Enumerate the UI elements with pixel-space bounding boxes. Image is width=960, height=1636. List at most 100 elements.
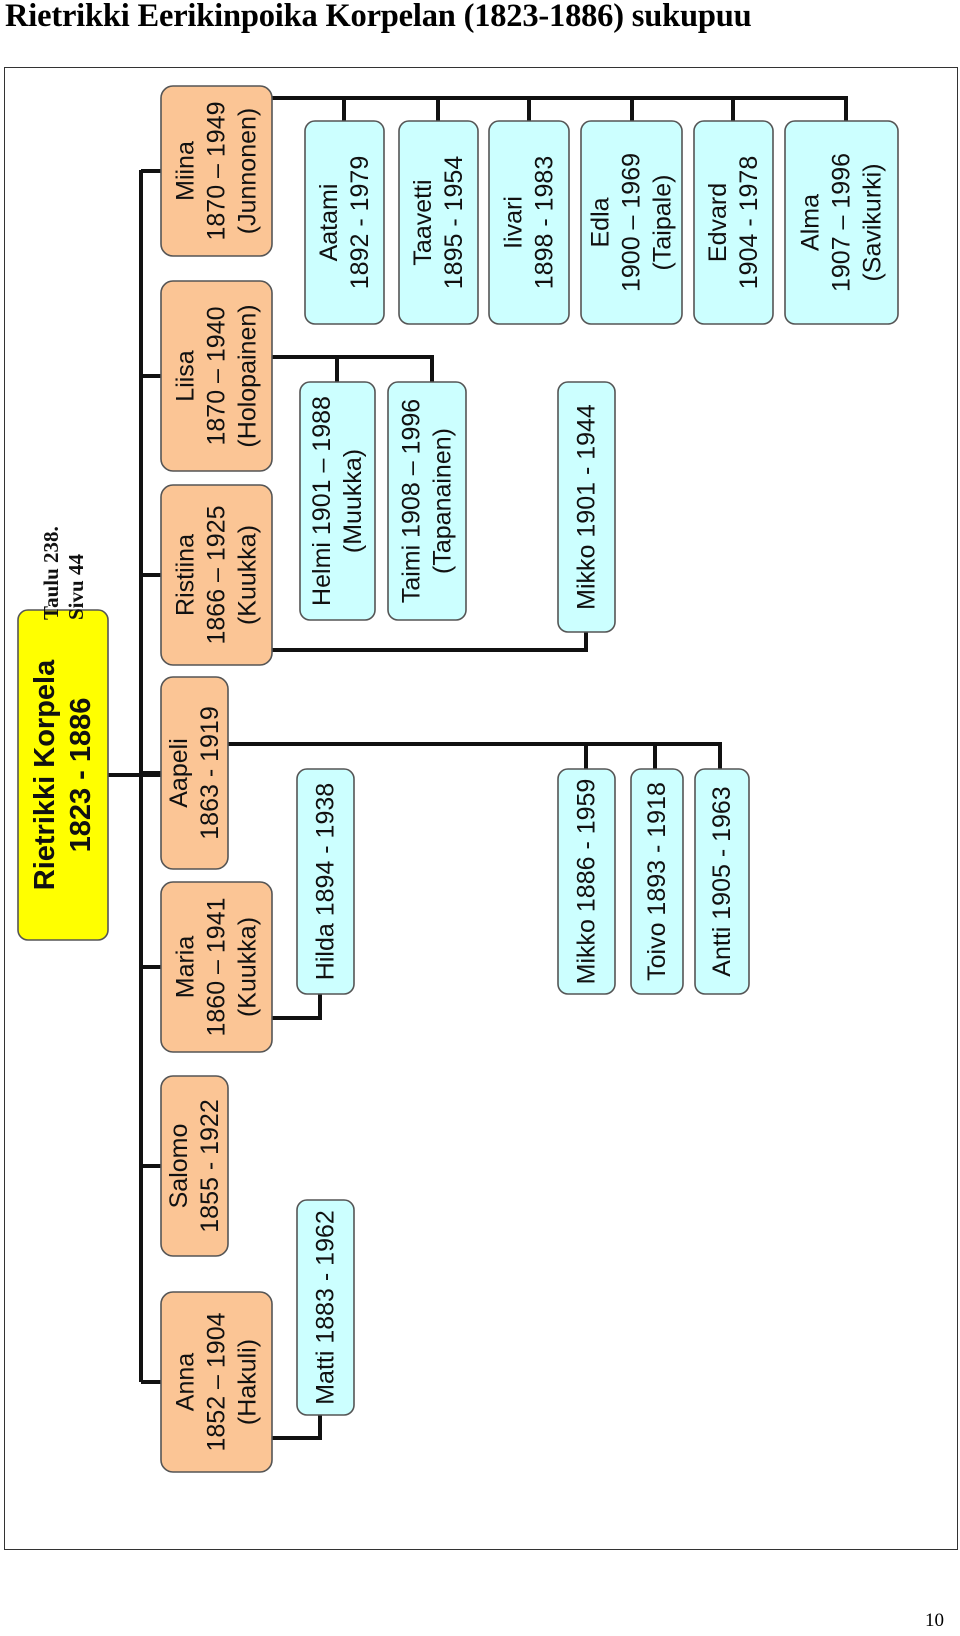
person-box-miina-shape [160, 85, 273, 257]
grandchild-box-miina-5-label-line: 1904 - 1978 [735, 156, 763, 289]
person-box-aapeli-shape [160, 676, 229, 870]
person-box-maria-shape [160, 881, 273, 1053]
grandchild-box-maria-1: Hilda 1894 - 1938 [296, 768, 355, 995]
person-box-ristiina-label-line: (Kuukka) [234, 525, 262, 625]
grandchild-box-anna-1-shape [296, 1199, 355, 1416]
note-table-number: Taulu 238. [39, 526, 63, 620]
grandchild-box-miina-4-label-line: (Taipale) [649, 175, 677, 271]
person-box-liisa-shape [160, 280, 273, 472]
person-box-ristiina-shape [160, 484, 273, 666]
connector-anna-matti [272, 1415, 322, 1440]
grandchild-box-aapeli-3-label-line: Antti 1905 - 1963 [708, 786, 736, 976]
tree-connectors [108, 96, 848, 1440]
connector-aapeli-bus [228, 742, 722, 769]
grandchild-box-miina-1-shape [304, 120, 385, 325]
grandchild-box-aapeli-2-label-line: Toivo 1893 - 1918 [643, 782, 671, 981]
grandchild-box-miina-4-label-line: Edla [587, 197, 615, 247]
grandchild-box-aapeli-3: Antti 1905 - 1963 [694, 768, 750, 995]
grandchild-box-liisa-1-label-line: Helmi 1901 – 1988 [308, 396, 336, 606]
grandchild-box-miina-2-label-line: 1895 - 1954 [440, 156, 468, 290]
grandchild-box-anna-1: Matti 1883 - 1962 [296, 1199, 355, 1416]
person-box-salomo-label-line: Salomo [165, 1124, 193, 1209]
grandchild-box-miina-2-label-line: Taavetti [409, 179, 437, 265]
grandchild-box-liisa-2-shape [387, 381, 467, 621]
grandchild-box-miina-4-shape [580, 120, 683, 325]
grandchild-box-maria-1-label-line: Hilda 1894 - 1938 [312, 783, 340, 980]
person-box-aapeli-label-line: 1863 - 1919 [196, 706, 224, 839]
person-box-maria-label-line: 1860 – 1941 [203, 897, 231, 1036]
grandchild-box-miina-1-label-line: 1892 - 1979 [346, 156, 374, 289]
connector-ristiina-mikko [272, 632, 588, 652]
person-box-ristiina-label-line: 1866 – 1925 [203, 505, 231, 644]
grandchild-box-miina-5-label-line: Edvard [704, 183, 732, 262]
grandchild-box-miina-3-label-line: Iivari [500, 196, 528, 249]
grandchild-box-liisa-1-label-line: (Muukka) [339, 449, 367, 553]
person-box-anna-label-line: (Hakuli) [234, 1339, 262, 1425]
person-box-anna-label-line: 1852 – 1904 [203, 1312, 231, 1451]
grandchild-box-miina-2-shape [398, 120, 479, 325]
connector-miina-bus [272, 96, 848, 121]
grandchild-box-maria-1-shape [296, 768, 355, 995]
grandchild-box-miina-6-label-line: 1907 – 1996 [828, 153, 856, 292]
grandchild-box-aapeli-1-label-line: Mikko 1886 - 1959 [573, 779, 601, 985]
grandchild-box-miina-5-shape [693, 120, 774, 325]
page-number: 10 [925, 1610, 944, 1631]
grandchild-box-miina-6-label-line: Alma [797, 194, 825, 251]
note-page-reference: Sivu 44 [64, 554, 88, 620]
person-box-miina-label-line: 1870 – 1949 [203, 101, 231, 240]
table-note: Taulu 238. Sivu 44 [39, 526, 88, 620]
person-box-anna-label-line: Anna [172, 1353, 200, 1411]
person-box-liisa-label-line: 1870 – 1940 [203, 306, 231, 445]
person-box-ristiina-label-line: Ristiina [172, 534, 200, 616]
root-person-box-label-line: 1823 - 1886 [65, 698, 97, 853]
grandchild-box-liisa-2: Taimi 1908 – 1996(Tapanainen) [387, 381, 467, 621]
grandchild-box-liisa-2-label-line: (Tapanainen) [429, 428, 457, 574]
person-box-maria-label-line: Maria [172, 936, 200, 999]
grandchild-box-liisa-2-label-line: Taimi 1908 – 1996 [398, 399, 426, 603]
grandchild-box-liisa-1: Helmi 1901 – 1988(Muukka) [299, 381, 376, 621]
person-box-liisa-label-line: Liisa [172, 350, 200, 402]
grandchild-box-ristiina-1: Mikko 1901 - 1944 [557, 381, 616, 633]
grandchild-box-miina-4-label-line: 1900 – 1969 [618, 153, 646, 292]
grandchild-box-miina-3-label-line: 1898 - 1983 [531, 156, 559, 289]
grandchild-box-miina-6-label-line: (Savikurki) [859, 163, 887, 281]
grandchild-box-ristiina-1-shape [557, 381, 616, 633]
person-box-salomo-shape [160, 1075, 229, 1257]
root-person-box-label-line: Rietrikki Korpela [29, 659, 61, 890]
grandchild-box-liisa-1-shape [299, 381, 376, 621]
person-box-liisa-label-line: (Holopainen) [234, 304, 262, 447]
connector-maria-hilda [272, 994, 322, 1020]
grandchild-box-miina-3-shape [488, 120, 570, 325]
grandchild-box-aapeli-1-shape [557, 768, 616, 995]
grandchild-box-aapeli-2: Toivo 1893 - 1918 [630, 768, 684, 995]
person-box-miina-label-line: (Junnonen) [234, 108, 262, 234]
person-box-maria-label-line: (Kuukka) [234, 917, 262, 1017]
person-box-salomo-label-line: 1855 - 1922 [196, 1099, 224, 1232]
grandchild-box-anna-1-label-line: Matti 1883 - 1962 [312, 1210, 340, 1405]
grandchild-box-aapeli-3-shape [694, 768, 750, 995]
grandchild-box-miina-6-shape [784, 120, 899, 325]
grandchild-box-aapeli-1: Mikko 1886 - 1959 [557, 768, 616, 995]
connector-liisa-bus [272, 355, 434, 382]
person-box-aapeli-label-line: Aapeli [165, 738, 193, 808]
person-box-anna-shape [160, 1291, 273, 1473]
page-title: Rietrikki Eerikinpoika Korpelan (1823-18… [5, 0, 752, 34]
grandchild-box-miina-1-label-line: Aatami [315, 184, 343, 262]
person-box-miina-label-line: Miina [172, 141, 200, 201]
